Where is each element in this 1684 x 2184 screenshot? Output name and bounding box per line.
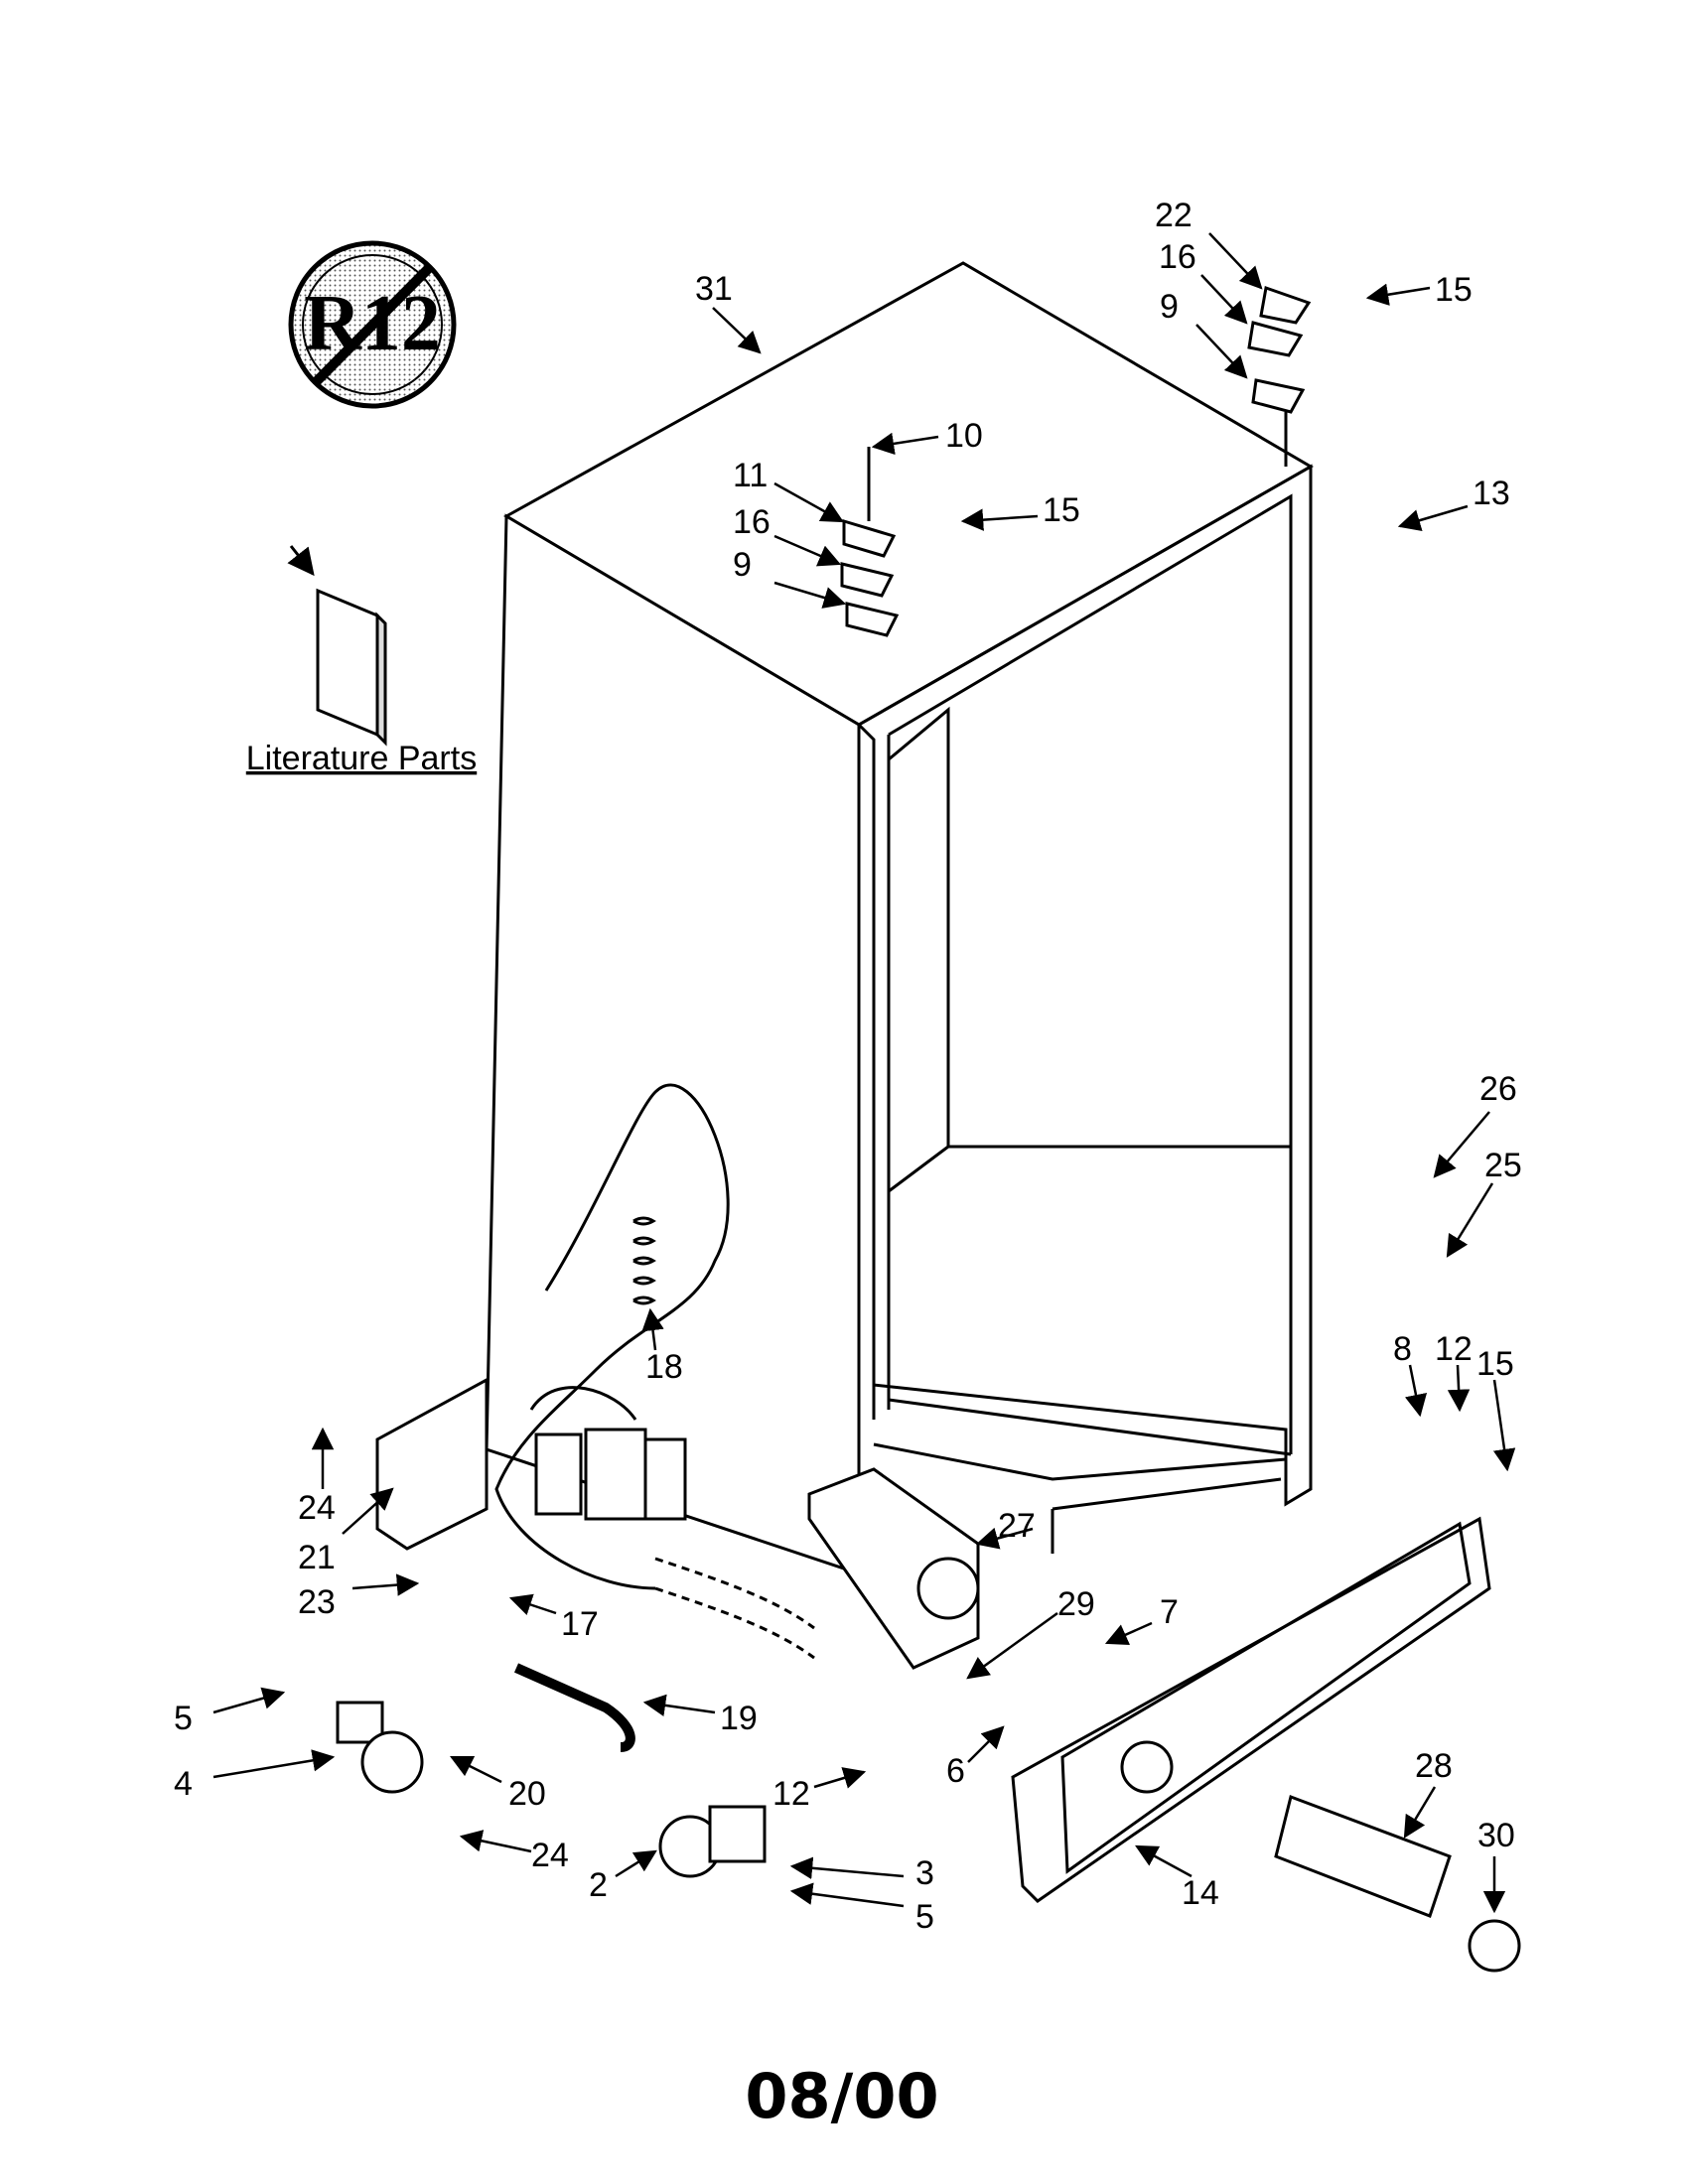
callout-16b: 16 (733, 503, 771, 541)
callout-14: 14 (1182, 1874, 1219, 1912)
callout-20: 20 (508, 1775, 546, 1813)
callout-11: 11 (733, 457, 768, 494)
callout-30: 30 (1477, 1817, 1515, 1854)
callout-18: 18 (645, 1348, 683, 1386)
callout-9: 9 (1160, 288, 1179, 326)
callout-5: 5 (174, 1700, 193, 1737)
callout-3: 3 (915, 1854, 934, 1892)
callout-17: 17 (561, 1605, 599, 1643)
callout-12: 12 (1435, 1330, 1473, 1368)
callout-23: 23 (298, 1583, 336, 1621)
callout-8: 8 (1393, 1330, 1412, 1368)
callout-13: 13 (1473, 475, 1510, 512)
callout-22: 22 (1155, 197, 1193, 234)
callout-25: 25 (1484, 1147, 1522, 1184)
callout-10: 10 (945, 417, 983, 455)
callout-7: 7 (1160, 1593, 1179, 1631)
callout-31: 31 (695, 270, 733, 308)
callout-26: 26 (1479, 1070, 1517, 1108)
callout-27: 27 (998, 1507, 1036, 1545)
callout-2: 2 (589, 1866, 608, 1904)
callout-24: 24 (298, 1489, 336, 1527)
callout-24b: 24 (531, 1837, 569, 1874)
callout-19: 19 (720, 1700, 758, 1737)
callout-4: 4 (174, 1765, 193, 1803)
callout-12b: 12 (772, 1775, 810, 1813)
callout-29: 29 (1057, 1585, 1095, 1623)
no-r12-badge: R12 (288, 240, 457, 409)
leader-arrows (212, 232, 1516, 1914)
callout-15: 15 (1435, 271, 1473, 309)
literature-parts-label: Literature Parts (246, 740, 477, 777)
callout-21: 21 (298, 1539, 336, 1576)
literature-parts-booklet (287, 545, 387, 747)
callout-labels: 22 16 9 15 31 10 11 16 15 9 13 26 25 18 … (174, 197, 1522, 1936)
callout-28: 28 (1415, 1747, 1453, 1785)
callout-15c: 15 (1476, 1345, 1514, 1383)
date-code: 08/00 (745, 2060, 939, 2132)
callout-9b: 9 (733, 546, 752, 584)
refrigerator-cabinet (336, 261, 1521, 1973)
callout-5b: 5 (915, 1898, 934, 1936)
callout-16: 16 (1159, 238, 1196, 276)
callout-15b: 15 (1043, 491, 1080, 529)
callout-6: 6 (946, 1752, 965, 1790)
